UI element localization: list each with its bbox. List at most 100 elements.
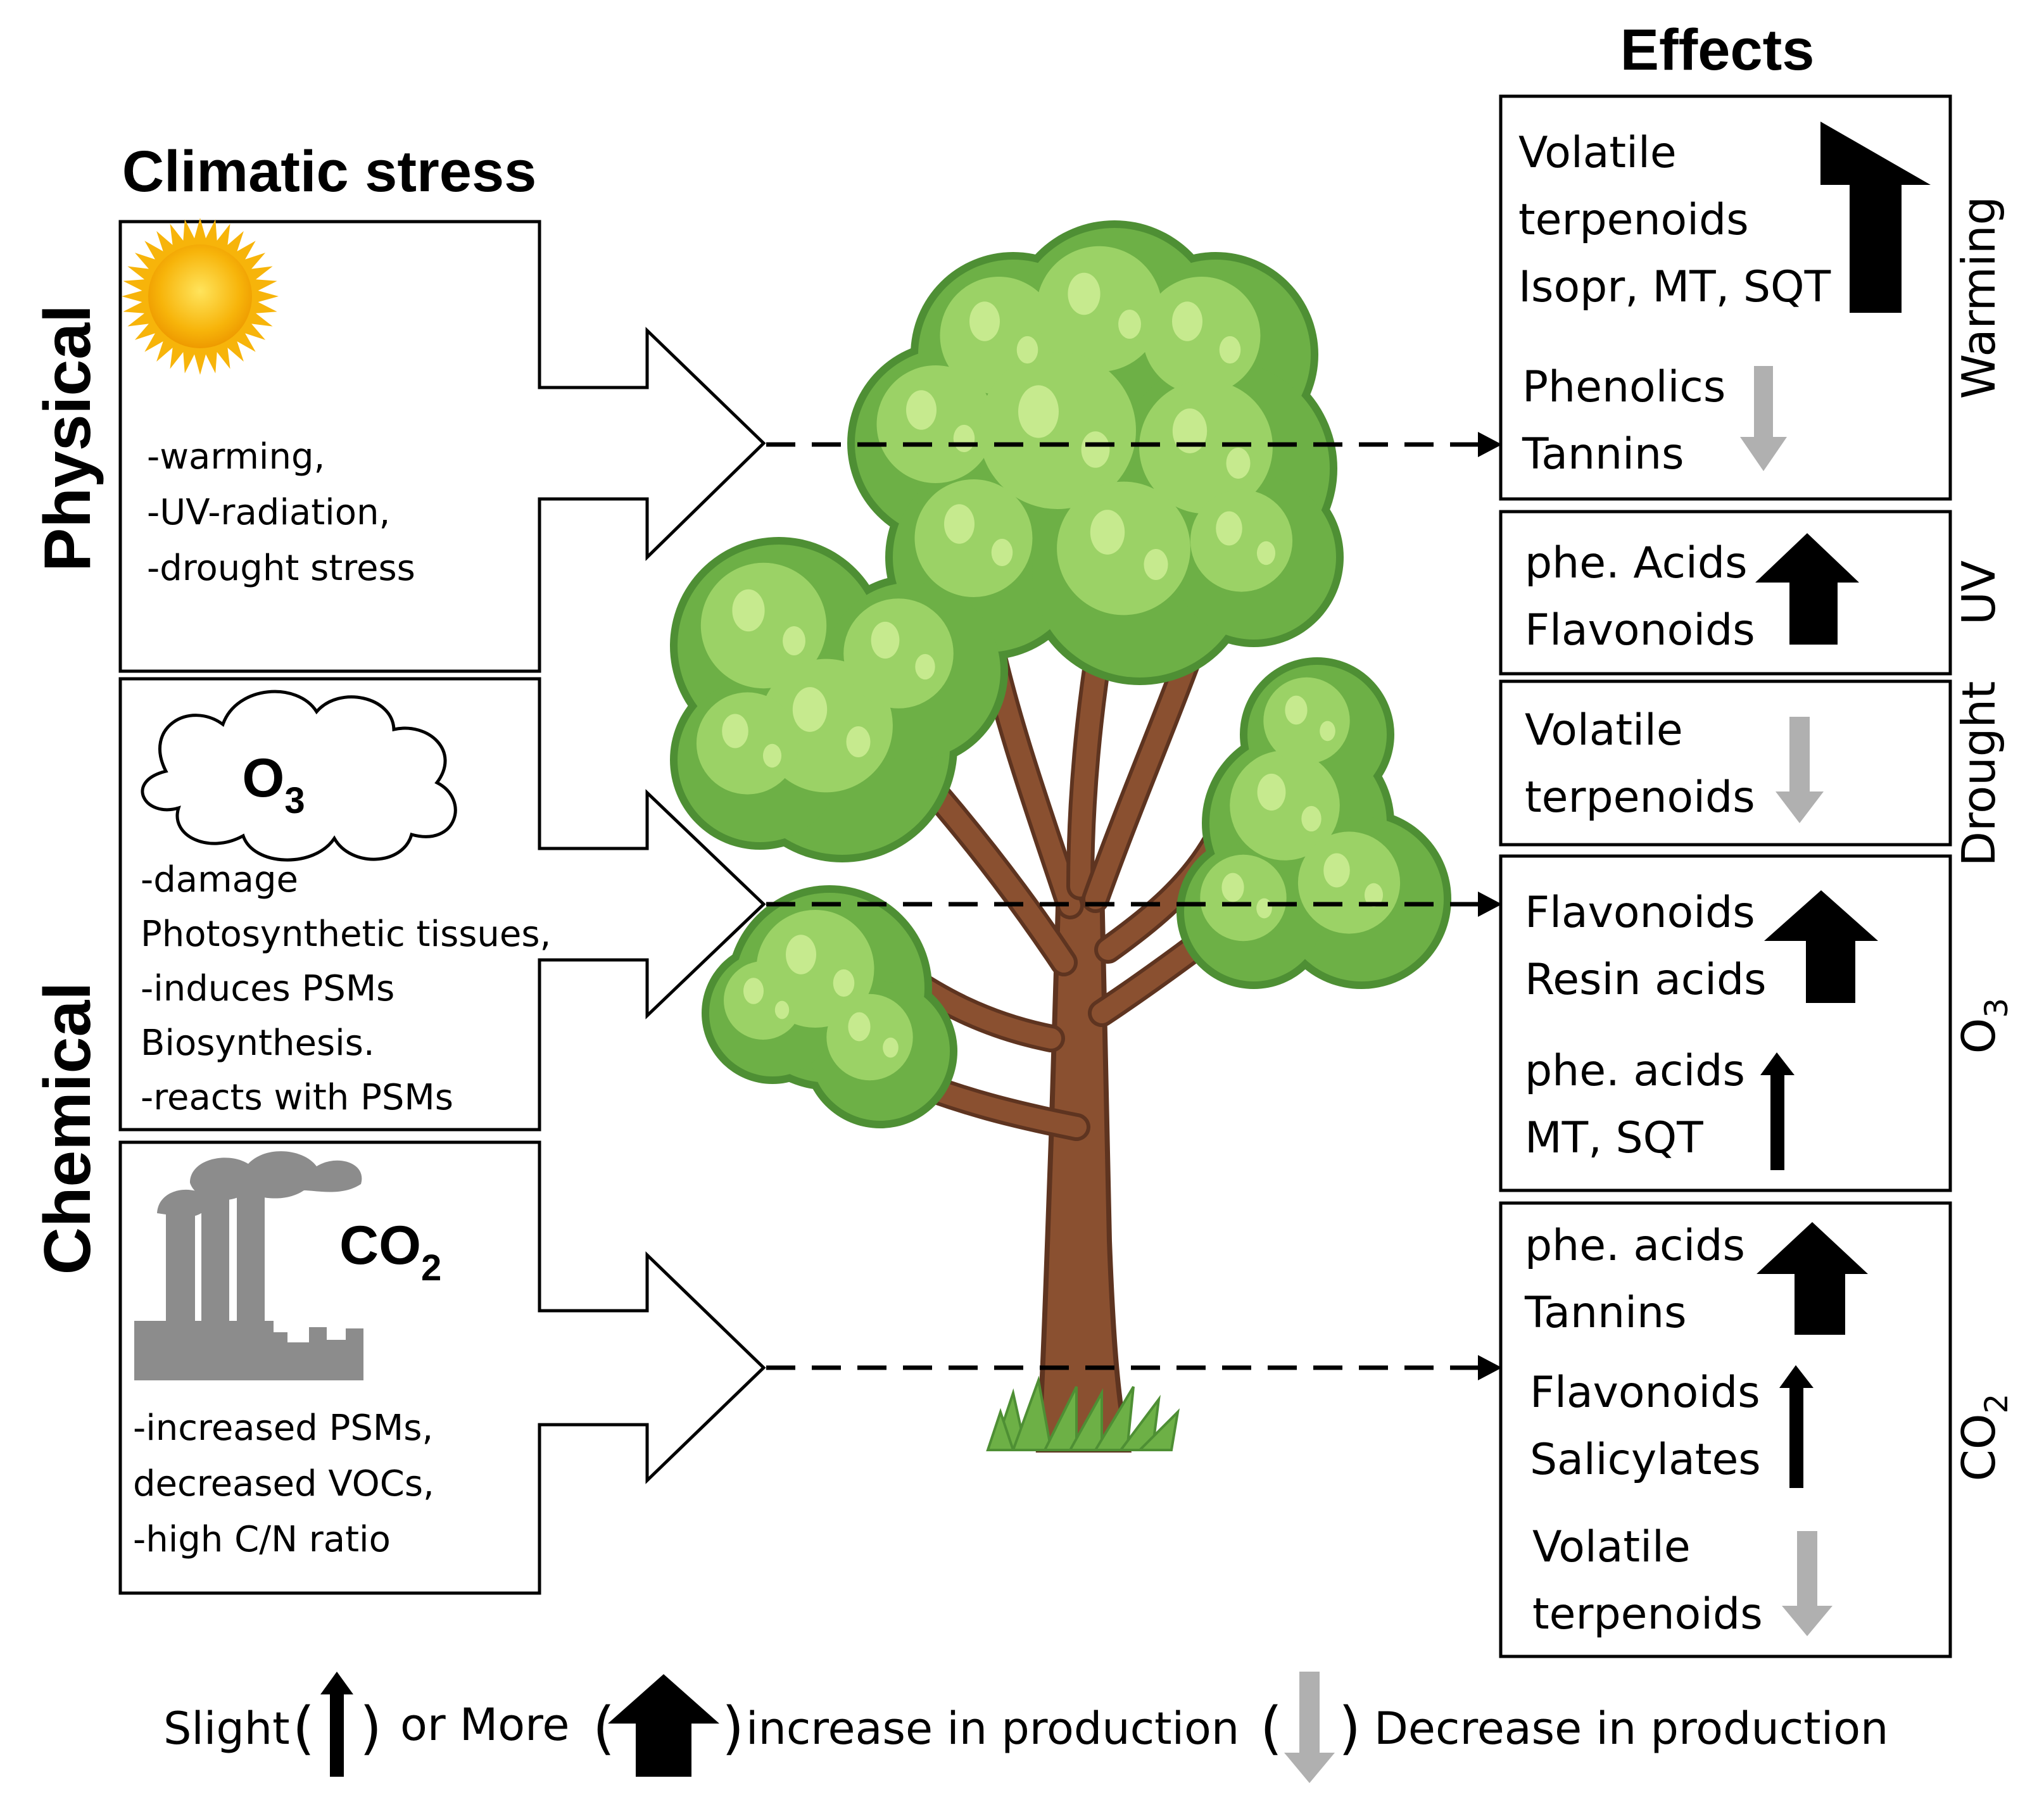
drought-line-1: Volatile [1525, 705, 1683, 755]
stress-box-physical [118, 220, 766, 673]
foliage-highlight [1144, 549, 1168, 580]
ozone-line-3: -induces PSMs [141, 968, 394, 1009]
warming-line-3: Isopr, MT, SQT [1518, 262, 1831, 312]
foliage-highlight [792, 687, 828, 732]
co2-effect-line-6: terpenoids [1532, 1589, 1763, 1639]
uv-line-2: Flavonoids [1525, 605, 1755, 655]
foliage-light [843, 598, 954, 709]
foliage-light [1263, 677, 1350, 764]
foliage-light [914, 479, 1033, 597]
foliage-highlight [1256, 898, 1272, 919]
foliage-highlight [883, 1037, 899, 1058]
foliage-highlight [1219, 336, 1241, 364]
foliage-highlight [1018, 385, 1059, 438]
ozone-stress-text: -damage Photosynthetic tissues, -induces… [141, 859, 551, 1118]
foliage-light [1230, 750, 1340, 861]
foliage-light [1139, 380, 1273, 514]
foliage-light [1036, 246, 1163, 372]
foliage-highlight [848, 1012, 871, 1042]
foliage-highlight [1081, 431, 1110, 468]
co2-stress-text: -increased PSMs, decreased VOCs, -high C… [133, 1408, 434, 1560]
label-chemical: Chemical [31, 982, 104, 1275]
foliage-highlight [833, 969, 855, 997]
co2-effect-line-5: Volatile [1532, 1522, 1691, 1572]
legend-paren-close-1: ) [360, 1695, 382, 1762]
slight-up-arrow-icon [1779, 1365, 1814, 1488]
warming-line-5: Tannins [1522, 429, 1684, 479]
legend-or-more: or More [400, 1699, 569, 1751]
big-up-arrow-icon [1820, 122, 1931, 313]
grass-blade [1137, 1408, 1180, 1451]
legend-paren-open-3: ( [1260, 1695, 1282, 1762]
dashed-connector-physical [766, 432, 1502, 457]
legend-decrease: Decrease in production [1374, 1703, 1888, 1755]
foliage-light [1190, 489, 1293, 592]
legend-increase: increase in production [746, 1703, 1239, 1755]
grass-tuft [986, 1375, 1180, 1451]
co2-line-3: -high C/N ratio [133, 1519, 391, 1560]
foliage-highlight [1323, 853, 1350, 888]
foliage-highlight [743, 978, 764, 1004]
legend-big-up-arrow-icon [608, 1674, 719, 1777]
co2-effect-line-2: Tannins [1524, 1288, 1687, 1338]
cloud-icon: O3 [141, 690, 457, 862]
grass-blade [1042, 1386, 1078, 1451]
foliage-highlight [906, 390, 937, 430]
foliage-highlight [953, 424, 975, 453]
heading-effects: Effects [1620, 18, 1815, 82]
foliage-highlight [846, 726, 871, 757]
effect-label-warming: Warming [1952, 196, 2005, 400]
co2-line-2: decreased VOCs, [133, 1463, 434, 1504]
foliage-light [1200, 854, 1287, 942]
effect-box-co2: phe. acids Tannins Flavonoids Salicylate… [1499, 1201, 1952, 1658]
co2-effect-line-4: Salicylates [1530, 1435, 1761, 1485]
slight-up-arrow-icon [1760, 1052, 1795, 1170]
foliage-highlight [762, 743, 782, 768]
foliage-highlight [1172, 408, 1208, 453]
grass-blade [1011, 1375, 1053, 1451]
foliage-highlight [944, 504, 975, 544]
sun-disc [148, 244, 252, 348]
foliage-highlight [1090, 510, 1125, 555]
foliage-highlight [1257, 773, 1286, 811]
foliage-light [876, 365, 995, 483]
legend-paren-close-3: ) [1339, 1695, 1361, 1762]
foliage-highlight [722, 714, 748, 748]
stress-box-co2 [118, 1140, 766, 1595]
foliage-highlight [1285, 695, 1308, 725]
sun-icon [122, 218, 279, 375]
co2-effect-line-1: phe. acids [1525, 1221, 1745, 1271]
o3-line-1: Flavonoids [1525, 888, 1755, 938]
foliage-highlight [969, 301, 1000, 341]
o3-line-4: MT, SQT [1525, 1113, 1703, 1163]
drought-line-2: terpenoids [1525, 772, 1755, 823]
heading-climatic-stress: Climatic stress [122, 139, 537, 204]
ozone-line-5: -reacts with PSMs [141, 1077, 453, 1118]
foliage-highlight [1320, 721, 1335, 741]
uv-line-1: phe. Acids [1525, 538, 1748, 588]
physical-line-1: -warming, [147, 436, 325, 477]
physical-stress-text: -warming, -UV-radiation, -drought stress [147, 436, 415, 589]
foliage-light [1057, 481, 1190, 615]
dashed-connector-co2 [766, 1355, 1502, 1380]
foliage-highlight [1118, 309, 1141, 339]
foliage-highlight [1172, 301, 1202, 341]
foliage-highlight [783, 626, 805, 656]
foliage-highlight [786, 935, 816, 974]
big-up-arrow-icon [1757, 1222, 1868, 1335]
foliage-highlight [1221, 873, 1244, 902]
foliage-highlight [774, 1000, 790, 1019]
gray-down-arrow-icon [1782, 1531, 1833, 1636]
foliage-highlight [1364, 883, 1384, 907]
foliage-highlight [1256, 541, 1276, 565]
factory-icon [134, 1151, 363, 1380]
foliage-light [696, 692, 799, 795]
effect-box-warming: Volatile terpenoids Isopr, MT, SQT Pheno… [1499, 94, 1952, 501]
legend: Slight ( ) or More ( ) increase in produ… [163, 1672, 1888, 1783]
effect-label-o3: O3 [1952, 998, 2015, 1054]
o3-label: O3 [242, 748, 305, 821]
warming-line-4: Phenolics [1522, 362, 1725, 412]
warming-line-1: Volatile [1518, 128, 1677, 178]
ozone-line-2: Photosynthetic tissues, [141, 914, 551, 955]
